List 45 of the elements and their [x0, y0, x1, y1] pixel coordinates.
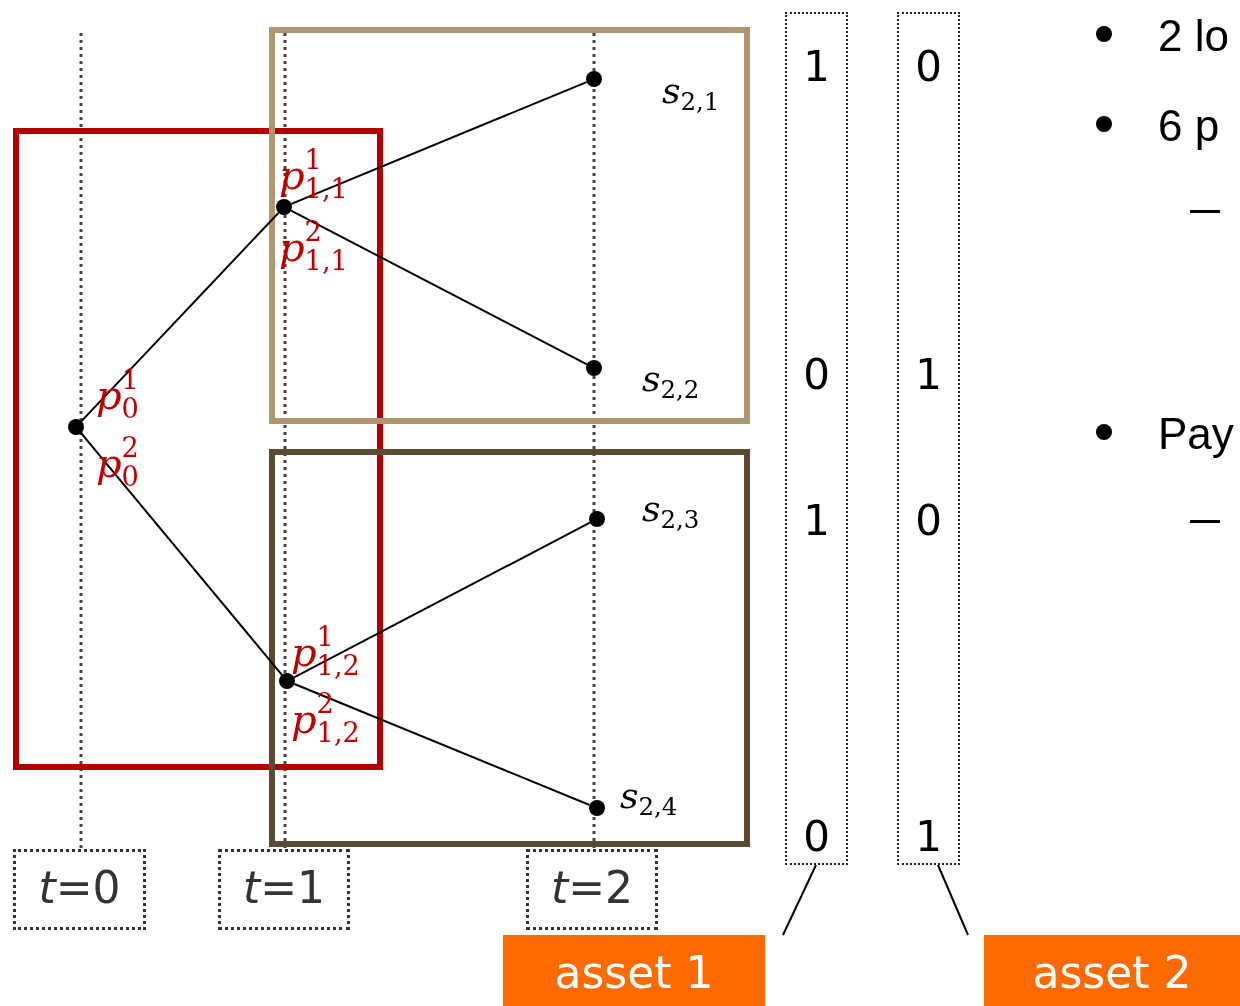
- payoff-value: 0: [914, 46, 943, 88]
- payoff-column: [897, 12, 960, 865]
- state-label: s$_{2,1}$: [662, 73, 720, 115]
- group-frame: [269, 449, 750, 847]
- group-frame: [269, 27, 750, 424]
- payoff-value: 0: [914, 500, 943, 542]
- tree-node-dot: [589, 511, 605, 527]
- bullet-text: Pay: [1158, 412, 1234, 456]
- asset-tag: [984, 935, 1240, 1006]
- tree-node-dot: [586, 360, 602, 376]
- tree-branch: [290, 81, 588, 205]
- time-label: t=2: [549, 866, 635, 910]
- payoff-value: 1: [914, 816, 943, 858]
- time-step-box: [218, 849, 350, 930]
- time-label: t=0: [37, 866, 122, 910]
- asset-label: asset 1: [553, 951, 715, 995]
- time-label: t=1: [241, 866, 327, 910]
- time-step-box: [526, 849, 658, 930]
- group-frame: [13, 128, 383, 770]
- tree-branch: [290, 209, 588, 366]
- tree-node-dot: [589, 800, 605, 816]
- tree-branch: [293, 683, 591, 806]
- payoff-value: 1: [802, 500, 831, 542]
- payoff-value: 0: [802, 354, 831, 396]
- state-label: s$_{2,3}$: [642, 491, 700, 533]
- payoff-value: 1: [914, 354, 943, 396]
- payoff-value: 1: [802, 46, 831, 88]
- time-step-box: [13, 849, 146, 930]
- tree-node-dot: [276, 199, 292, 215]
- state-label: s$_{2,4}$: [620, 778, 678, 820]
- leader-line: [937, 864, 969, 936]
- bullet-text: 2 lo: [1158, 14, 1229, 58]
- tree-node-dot: [279, 673, 295, 689]
- state-label: s$_{2,2}$: [642, 361, 700, 403]
- bullet-text: 6 p: [1158, 104, 1220, 148]
- asset-tag: [503, 935, 765, 1006]
- tree-node-dot: [586, 71, 602, 87]
- asset-label: asset 2: [1031, 951, 1193, 995]
- payoff-column: [785, 12, 848, 865]
- tree-branch: [80, 211, 280, 423]
- leader-line: [782, 864, 817, 936]
- tree-branch: [80, 432, 283, 676]
- tree-node-dot: [68, 419, 84, 435]
- payoff-value: 0: [802, 816, 831, 858]
- tree-branch: [293, 521, 591, 679]
